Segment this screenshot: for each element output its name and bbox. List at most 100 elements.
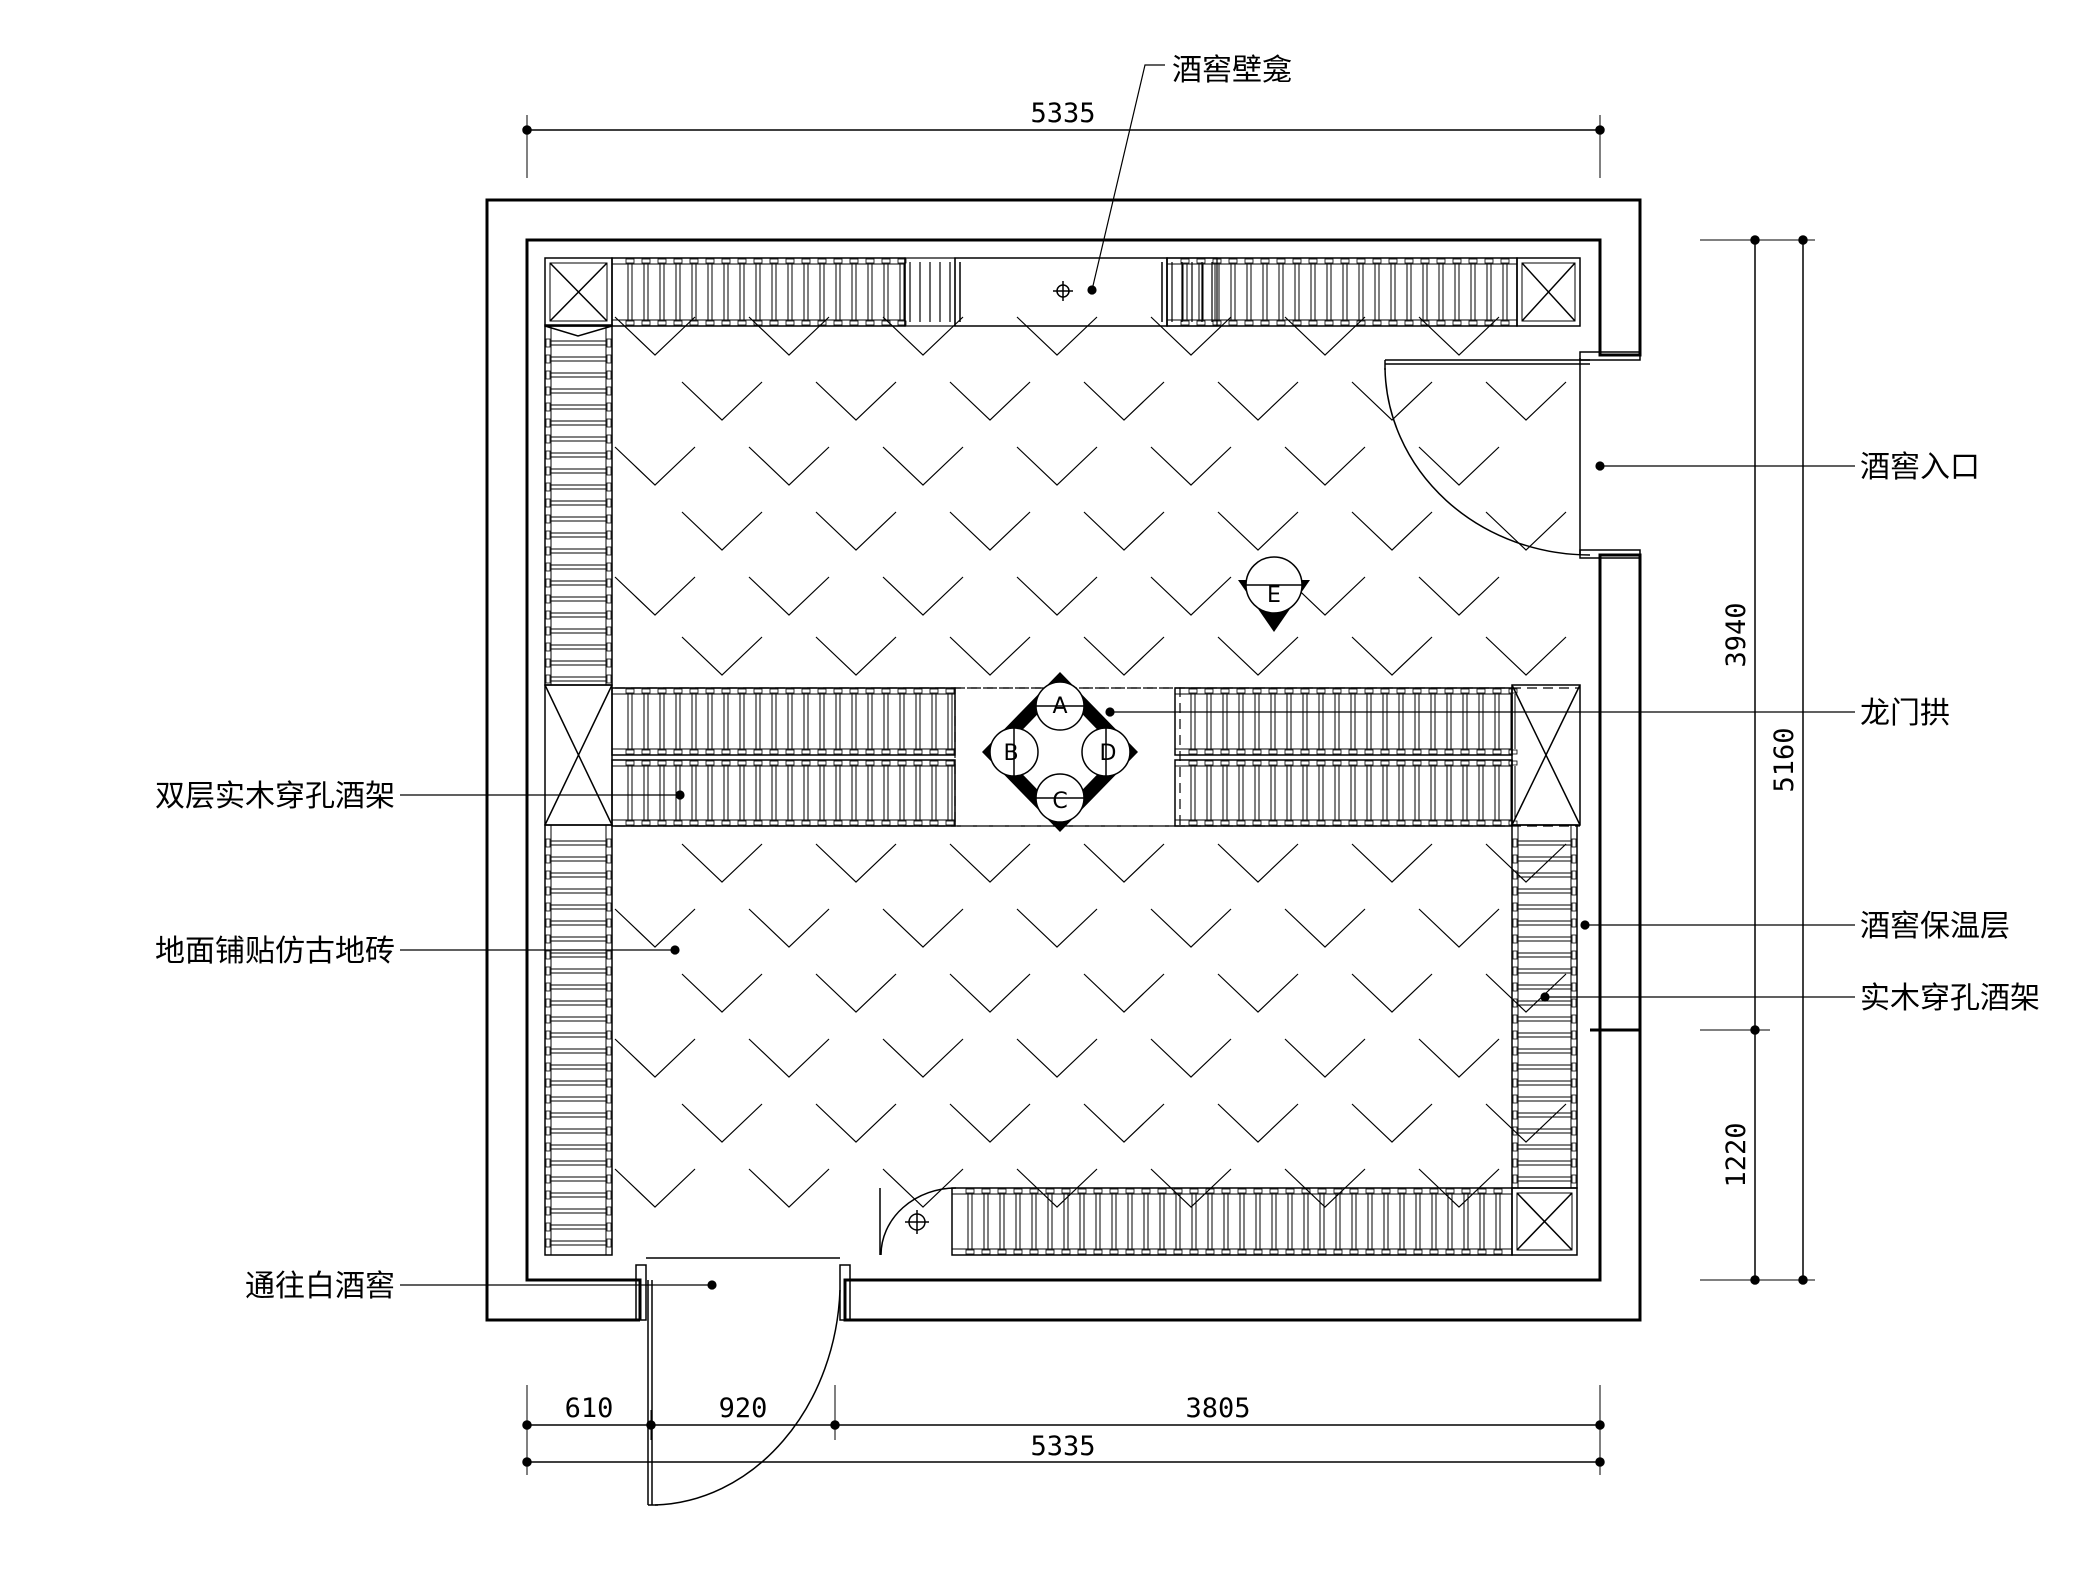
double-rack-right-top bbox=[1174, 687, 1518, 756]
floor-tile-v bbox=[681, 1103, 763, 1143]
floor-tile-v bbox=[614, 1168, 696, 1208]
label-double-rack: 双层实木穿孔酒架 bbox=[155, 779, 395, 814]
dim-bottom-seg-1: 610 bbox=[565, 1393, 614, 1424]
floor-tile-v bbox=[949, 973, 1031, 1013]
floor-tile-v bbox=[815, 636, 897, 676]
doors bbox=[646, 358, 1591, 1506]
label-to-baijiu: 通往白酒窖 bbox=[245, 1269, 395, 1304]
floor-tile-v bbox=[1351, 973, 1433, 1013]
floor-tile-v bbox=[681, 381, 763, 421]
floor-tile-v bbox=[1284, 1168, 1366, 1208]
floor-tile-v bbox=[949, 843, 1031, 883]
wall-niche bbox=[954, 257, 1168, 327]
bottom-rack-quarter bbox=[880, 1187, 957, 1256]
outer-wall-top-left bbox=[485, 198, 1642, 1322]
entrance-door-swing bbox=[1384, 367, 1591, 556]
floor-tile-v bbox=[681, 973, 763, 1013]
floor-tile-pattern bbox=[614, 316, 1567, 1208]
corner-notch bbox=[544, 325, 613, 337]
floor-tile-v bbox=[681, 636, 763, 676]
bottom-door-swing bbox=[654, 1289, 841, 1506]
floor-tile-v bbox=[1418, 1038, 1500, 1078]
dim-bottom-seg-3: 3805 bbox=[1185, 1393, 1250, 1424]
floor-tile-v bbox=[1217, 381, 1299, 421]
floor-tile-v bbox=[949, 511, 1031, 551]
dim-right-total: 5160 bbox=[1769, 727, 1800, 792]
floor-tile-v bbox=[1150, 316, 1232, 356]
dim-bottom-width: 5335 bbox=[1030, 1431, 1095, 1462]
floor-tile-v bbox=[1016, 446, 1098, 486]
floor-tile-v bbox=[882, 1168, 964, 1208]
floor-tile-v bbox=[1351, 1103, 1433, 1143]
floor-tile-v bbox=[1351, 636, 1433, 676]
floor-tile-v bbox=[748, 316, 830, 356]
floor-tile-v bbox=[748, 576, 830, 616]
dim-right-upper: 3940 bbox=[1721, 602, 1752, 667]
marker-a: A bbox=[1052, 694, 1067, 719]
dim-top-width: 5335 bbox=[1030, 98, 1095, 129]
floor-tile-v bbox=[1485, 381, 1567, 421]
rack-left-lower bbox=[544, 824, 613, 1256]
floor-tile-v bbox=[1016, 1168, 1098, 1208]
floor-tile-v bbox=[1217, 511, 1299, 551]
floor-tile-v bbox=[815, 381, 897, 421]
rack-right-lower bbox=[1511, 824, 1578, 1189]
floor-tile-v bbox=[614, 576, 696, 616]
rack-left-upper bbox=[544, 324, 613, 686]
marker-d: D bbox=[1100, 741, 1117, 766]
corner-box-top-left bbox=[544, 257, 613, 327]
corner-boxes bbox=[544, 257, 1581, 1256]
floor-tile-v bbox=[1217, 843, 1299, 883]
outer-wall-right bbox=[1598, 553, 1642, 1032]
niche-side-right bbox=[1166, 257, 1218, 327]
double-rack-left-bottom bbox=[611, 759, 956, 827]
floor-tile-v bbox=[1485, 636, 1567, 676]
floor-tile-v bbox=[1485, 843, 1567, 883]
floor-tile-v bbox=[1083, 381, 1165, 421]
corner-box-top-right bbox=[1516, 257, 1581, 327]
outer-wall bbox=[843, 1028, 1642, 1322]
rack-end-block-right bbox=[1511, 684, 1581, 826]
walls bbox=[485, 198, 1642, 1322]
niche-frame bbox=[954, 257, 1168, 327]
jamb-right-top bbox=[1579, 351, 1641, 361]
floor-tile-v bbox=[1217, 636, 1299, 676]
floor-tile-v bbox=[949, 1103, 1031, 1143]
floor-tile-v bbox=[1351, 511, 1433, 551]
floor-tile-v bbox=[614, 908, 696, 948]
floor-tile-v bbox=[1016, 316, 1098, 356]
marker-b: B bbox=[1003, 741, 1018, 766]
floor-tile-v bbox=[748, 908, 830, 948]
floor-tile-v bbox=[1284, 316, 1366, 356]
floor-tile-v bbox=[1485, 1103, 1567, 1143]
floor-tile-v bbox=[1418, 1168, 1500, 1208]
floor-tile-v bbox=[614, 1038, 696, 1078]
floor-tile-v bbox=[949, 381, 1031, 421]
floor-tile-v bbox=[614, 446, 696, 486]
floor-tile-v bbox=[815, 511, 897, 551]
floor-tile-v bbox=[1485, 511, 1567, 551]
floor-tile-v bbox=[1217, 1103, 1299, 1143]
marker-c: C bbox=[1052, 789, 1067, 814]
floor-tile-v bbox=[1016, 1038, 1098, 1078]
floor-tile-v bbox=[1150, 908, 1232, 948]
label-wood-rack: 实木穿孔酒架 bbox=[1860, 981, 2040, 1016]
label-floor-tile: 地面铺贴仿古地砖 bbox=[155, 934, 395, 969]
floor-tile-v bbox=[1083, 843, 1165, 883]
floor-tile-v bbox=[1083, 973, 1165, 1013]
floor-tile-v bbox=[949, 636, 1031, 676]
rack-top-left bbox=[611, 257, 907, 327]
rack-end-block-left bbox=[544, 684, 613, 826]
floor-tile-v bbox=[748, 1038, 830, 1078]
floor-tile-v bbox=[681, 511, 763, 551]
floor-tile-v bbox=[1150, 1038, 1232, 1078]
niche-side-left bbox=[904, 257, 956, 327]
marker-e: E bbox=[1267, 583, 1281, 608]
floor-tile-v bbox=[1016, 908, 1098, 948]
floor-tile-v bbox=[1083, 1103, 1165, 1143]
label-dragon-arch: 龙门拱 bbox=[1860, 696, 1950, 731]
floor-tile-v bbox=[1150, 1168, 1232, 1208]
leader-lines bbox=[400, 64, 1855, 1290]
floor-tile-v bbox=[815, 973, 897, 1013]
